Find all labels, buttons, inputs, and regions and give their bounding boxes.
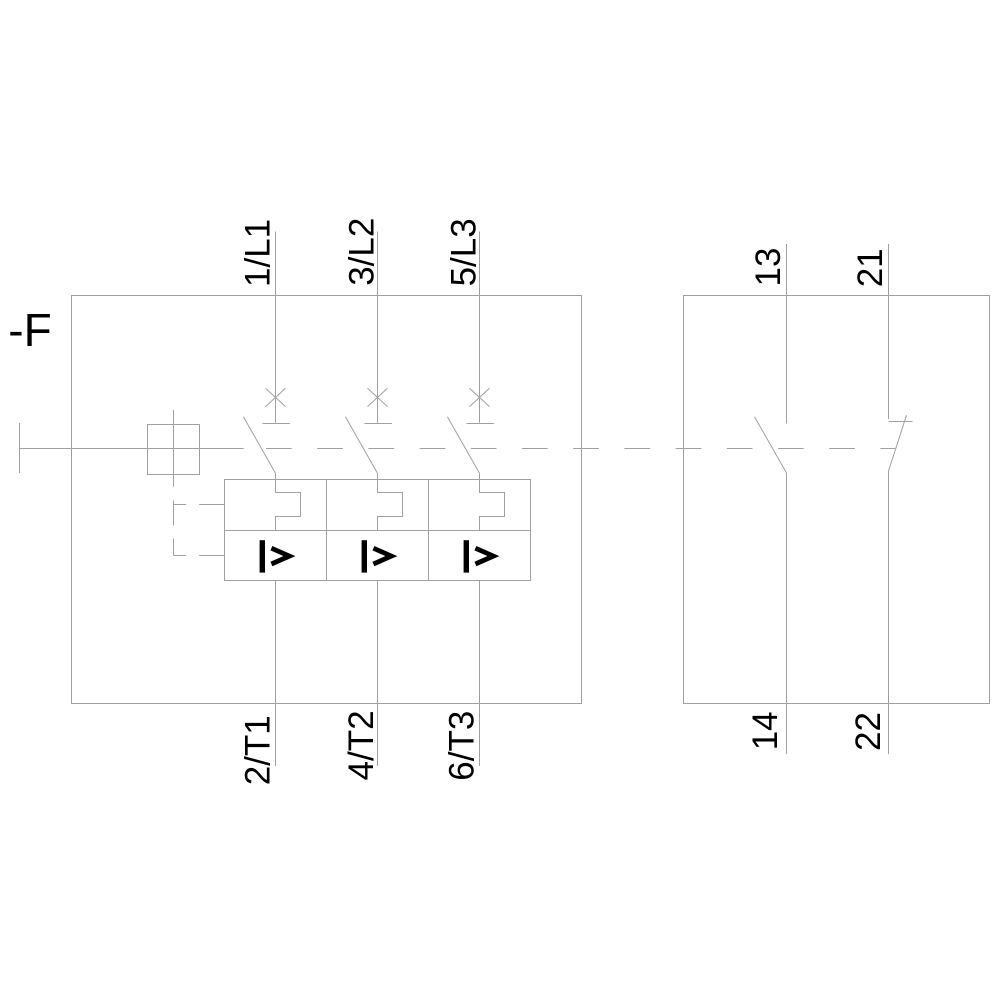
svg-text:14: 14 [746,711,785,750]
svg-text:3/L2: 3/L2 [342,218,381,286]
svg-text:2/T1: 2/T1 [239,715,278,785]
svg-text:22: 22 [849,712,888,751]
svg-text:21: 21 [851,248,890,287]
svg-text:-F: -F [8,304,51,356]
svg-text:13: 13 [749,248,788,287]
svg-text:6/T3: 6/T3 [443,711,482,781]
svg-text:4/T2: 4/T2 [342,710,381,780]
svg-text:1/L1: 1/L1 [239,219,278,287]
svg-text:5/L3: 5/L3 [444,218,483,286]
